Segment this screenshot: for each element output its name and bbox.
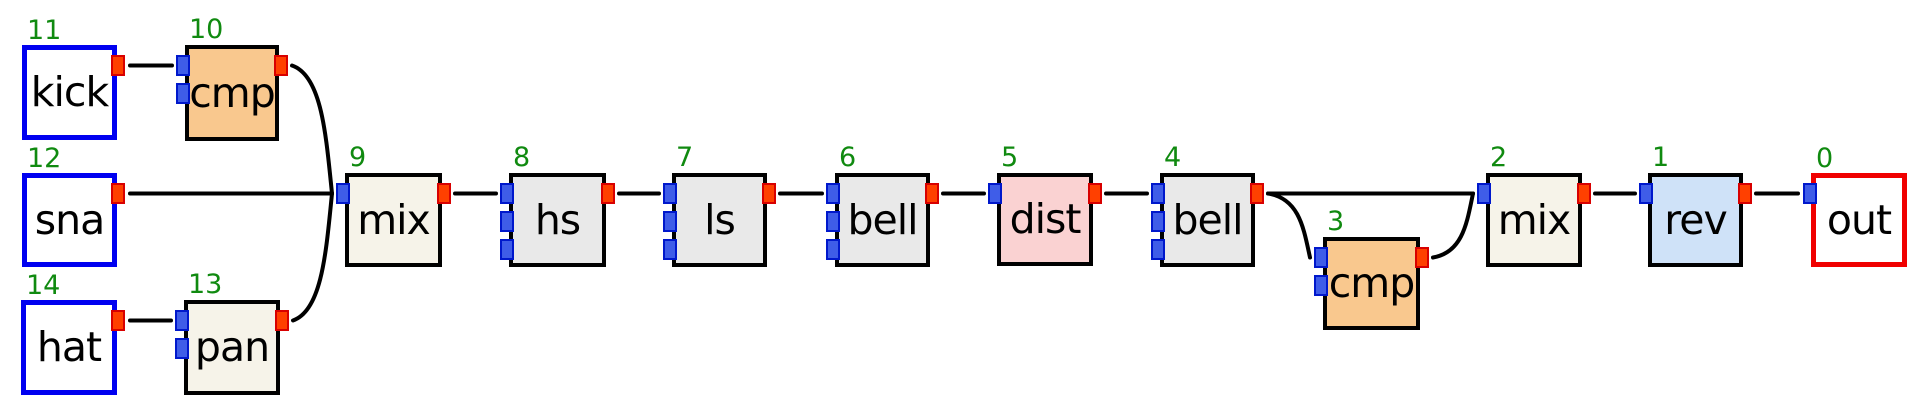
input-port[interactable] [663,239,677,260]
node-label: ls [704,195,736,244]
input-port[interactable] [175,310,189,331]
input-port[interactable] [1151,239,1165,260]
node-number: 1 [1652,142,1670,173]
output-port[interactable] [762,183,776,204]
edge-bell-4-to-cmp-3[interactable] [1266,191,1312,260]
node-label: hs [534,195,581,244]
input-port[interactable] [1151,183,1165,204]
input-port[interactable] [176,55,190,76]
node-sna-12[interactable]: 12 sna [22,145,125,267]
input-port[interactable] [1314,247,1328,268]
output-port[interactable] [1088,183,1102,204]
node-number: 0 [1816,143,1834,174]
node-number: 11 [27,15,62,46]
node-number: 13 [188,269,223,300]
node-label: mix [1497,195,1572,244]
output-port[interactable] [1577,183,1591,204]
edge-cmp-10-to-mix-9[interactable] [290,63,334,196]
output-port[interactable] [275,310,289,331]
node-label: bell [1172,195,1243,244]
node-number: 2 [1490,142,1508,173]
node-label: pan [194,323,270,371]
node-label: mix [357,195,431,244]
input-port[interactable] [1314,275,1328,296]
node-label: hat [36,323,102,371]
edge-cmp-3-to-mix-2[interactable] [1431,191,1475,260]
output-port[interactable] [925,183,939,204]
node-pan-13[interactable]: 13 pan [175,271,289,395]
node-out-0[interactable]: 0 out [1803,145,1907,267]
node-label: rev [1664,195,1727,244]
input-port[interactable] [176,83,190,104]
input-port[interactable] [1477,183,1491,204]
node-kick-11[interactable]: 11 kick [22,17,125,140]
output-port[interactable] [437,183,451,204]
input-port[interactable] [1803,183,1817,204]
node-number: 6 [839,142,857,173]
node-ls-7[interactable]: 7 ls [663,144,776,267]
node-mix-2[interactable]: 2 mix [1477,144,1591,267]
input-port[interactable] [663,183,677,204]
node-number: 7 [676,142,694,173]
output-port[interactable] [111,55,125,76]
input-port[interactable] [826,183,840,204]
output-port[interactable] [1738,183,1752,204]
node-label: out [1826,195,1892,244]
node-label: cmp [189,68,276,117]
output-port[interactable] [274,55,288,76]
node-mix-9[interactable]: 9 mix [336,144,451,267]
node-number: 8 [513,142,531,173]
output-port[interactable] [1250,183,1264,204]
node-number: 5 [1001,142,1019,173]
node-number: 9 [349,142,367,173]
node-number: 3 [1327,206,1345,237]
edge-pan-13-to-mix-9[interactable] [291,191,334,323]
input-port[interactable] [1639,183,1653,204]
node-label: cmp [1328,259,1416,307]
input-port[interactable] [500,183,514,204]
input-port[interactable] [1151,211,1165,232]
node-bell-6[interactable]: 6 bell [826,144,939,267]
output-port[interactable] [601,183,615,204]
node-dist-5[interactable]: 5 dist [988,144,1102,266]
node-label: dist [1009,195,1082,243]
node-label: sna [34,195,105,244]
node-number: 12 [27,143,62,174]
input-port[interactable] [826,239,840,260]
node-number: 14 [26,270,61,301]
input-port[interactable] [500,239,514,260]
input-port[interactable] [663,211,677,232]
input-port[interactable] [988,183,1002,204]
input-port[interactable] [826,211,840,232]
node-number: 10 [189,14,224,45]
node-rev-1[interactable]: 1 rev [1639,144,1752,267]
node-cmp-3[interactable]: 3 cmp [1314,208,1429,330]
node-cmp-10[interactable]: 10 cmp [176,16,288,141]
input-port[interactable] [175,338,189,359]
node-hat-14[interactable]: 14 hat [21,272,125,395]
node-number: 4 [1164,142,1182,173]
output-port[interactable] [111,183,125,204]
node-label: bell [847,195,918,244]
input-port[interactable] [500,211,514,232]
node-label: kick [30,68,109,116]
output-port[interactable] [111,310,125,331]
input-port[interactable] [336,183,350,204]
node-bell-4[interactable]: 4 bell [1151,144,1264,267]
output-port[interactable] [1415,247,1429,268]
